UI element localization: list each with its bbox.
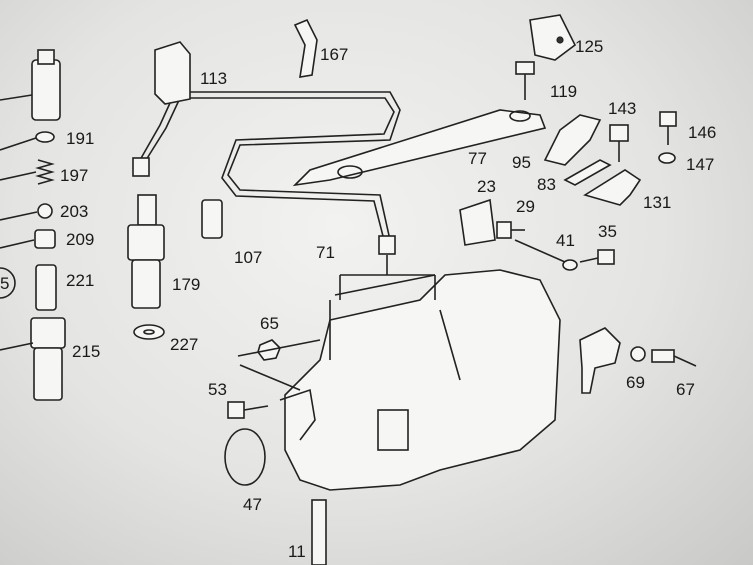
bolt-part-119	[515, 61, 535, 100]
bracket-part-77	[292, 109, 547, 187]
label-5: 5	[0, 274, 9, 293]
label-71: 71	[316, 243, 335, 262]
label-167: 167	[320, 45, 348, 64]
label-41: 41	[556, 231, 575, 250]
label-107: 107	[234, 248, 262, 267]
bolt-part-146	[659, 111, 677, 145]
bracket-part-131	[583, 169, 642, 206]
label-69: 69	[626, 373, 645, 392]
label-83: 83	[537, 175, 556, 194]
label-131: 131	[643, 193, 671, 212]
bolt-part-29	[496, 221, 525, 239]
label-77: 77	[468, 149, 487, 168]
label-119: 119	[550, 82, 577, 101]
washer-part-41	[514, 239, 578, 271]
nozzle-nut-part-215	[0, 317, 66, 401]
label-113: 113	[200, 69, 227, 88]
clip-part-95	[543, 114, 602, 166]
valve-part-69-67	[579, 327, 697, 394]
washer-part-227	[133, 324, 165, 340]
bracket-part-23	[459, 198, 496, 246]
label-197: 197	[60, 166, 88, 185]
nut-part-203	[0, 203, 53, 221]
label-23: 23	[477, 177, 496, 196]
bracket-part-83	[563, 159, 612, 186]
circled-reference-5	[0, 267, 16, 299]
label-53: 53	[208, 380, 227, 399]
label-191: 191	[66, 129, 94, 148]
injector-nozzle-holder-part	[0, 49, 61, 121]
bolt-part-35	[579, 249, 615, 265]
label-143: 143	[608, 99, 636, 118]
label-11: 11	[288, 542, 306, 561]
stud-part-11	[311, 499, 327, 565]
connector-part-107	[201, 199, 223, 239]
clip-part-113	[154, 41, 191, 105]
label-209: 209	[66, 230, 94, 249]
nozzle-part-221	[35, 264, 57, 311]
label-215: 215	[72, 342, 100, 361]
label-227: 227	[170, 335, 198, 354]
label-67: 67	[676, 380, 695, 399]
label-125: 125	[575, 37, 603, 56]
label-147: 147	[686, 155, 714, 174]
label-65: 65	[260, 314, 279, 333]
injector-part-179	[127, 194, 165, 309]
nut-part-65	[237, 339, 321, 361]
label-35: 35	[598, 222, 617, 241]
label-95: 95	[512, 153, 531, 172]
bolt-part-143	[609, 124, 629, 162]
washer-part-191	[0, 131, 55, 151]
label-47: 47	[243, 495, 262, 514]
label-146: 146	[688, 123, 716, 142]
label-203: 203	[60, 202, 88, 221]
sleeve-part-209	[0, 229, 56, 249]
bracket-part-125	[529, 14, 577, 61]
bolt-part-53	[227, 364, 301, 419]
injection-pump-body	[279, 255, 561, 491]
washer-part-147	[658, 152, 676, 164]
o-ring-part-47	[224, 428, 266, 486]
label-29: 29	[516, 197, 535, 216]
label-221: 221	[66, 271, 94, 290]
label-179: 179	[172, 275, 200, 294]
clamp-part-167	[293, 18, 318, 78]
spring-part-197	[0, 159, 55, 185]
